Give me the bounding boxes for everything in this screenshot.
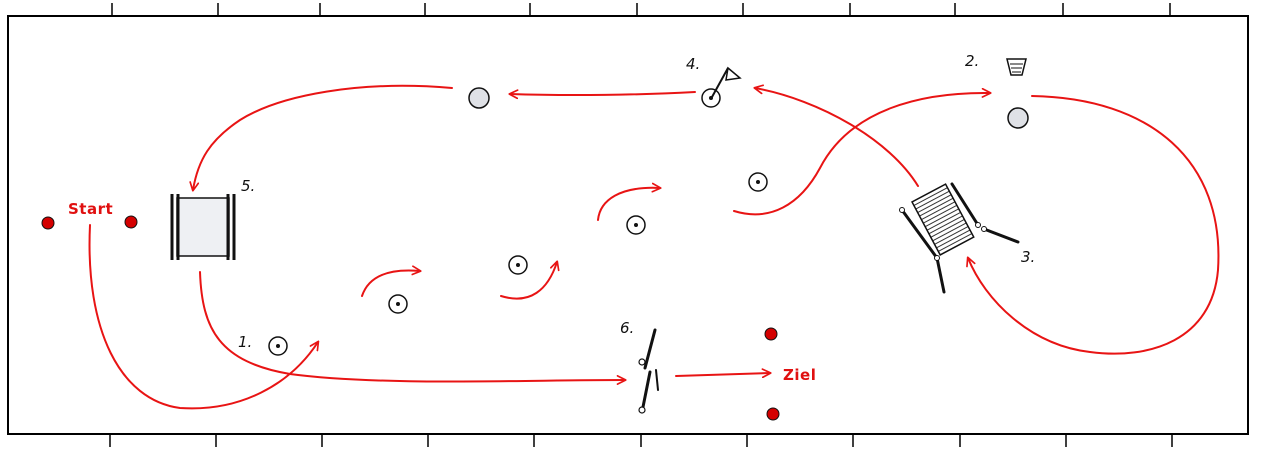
finish-marker-bottom — [766, 407, 780, 421]
obstacle-2-bucket-icon — [1006, 58, 1027, 76]
route-cone-to-5 — [189, 84, 453, 192]
obstacle-2-number: 2. — [965, 52, 979, 70]
route-5-to-6 — [199, 271, 627, 386]
obstacle-5-gate-icon — [170, 194, 236, 260]
obstacle-4-flag-icon — [701, 66, 742, 108]
obstacle-1-cone — [268, 336, 288, 356]
obstacle-1-number: 1. — [238, 333, 252, 351]
start-marker-left — [41, 216, 55, 230]
obstacle-3-ramp-icon — [899, 182, 1020, 294]
obstacle-6-jump-icon — [638, 328, 659, 414]
route-loop-2-to-3 — [966, 95, 1220, 355]
arena-border — [7, 15, 1249, 435]
route-weave-b — [500, 260, 560, 300]
obstacle-6-number: 6. — [620, 319, 634, 337]
slalom-cone-4 — [748, 172, 768, 192]
start-marker-right — [124, 215, 138, 229]
obstacle-3-number: 3. — [1021, 248, 1035, 266]
route-weave-c — [597, 182, 662, 221]
obstacle-2-ball — [1007, 107, 1029, 129]
slalom-cone-2 — [508, 255, 528, 275]
route-path — [88, 84, 1220, 410]
route-6-to-finish — [675, 368, 772, 379]
turn-cone — [468, 87, 490, 109]
route-to-2 — [733, 87, 992, 216]
route-start-to-1 — [88, 224, 320, 410]
top-scale-ticks — [111, 3, 1171, 16]
start-label: Start — [68, 200, 113, 218]
finish-label: Ziel — [783, 366, 816, 384]
route-3-to-4 — [753, 84, 919, 187]
slalom-cone-1 — [388, 294, 408, 314]
slalom-cone-3 — [626, 215, 646, 235]
bottom-scale-ticks — [109, 434, 1173, 447]
obstacle-4-number: 4. — [686, 55, 700, 73]
finish-marker-top — [764, 327, 778, 341]
obstacle-5-number: 5. — [241, 177, 255, 195]
route-4-to-cone — [508, 89, 696, 100]
route-weave-a — [361, 265, 422, 297]
